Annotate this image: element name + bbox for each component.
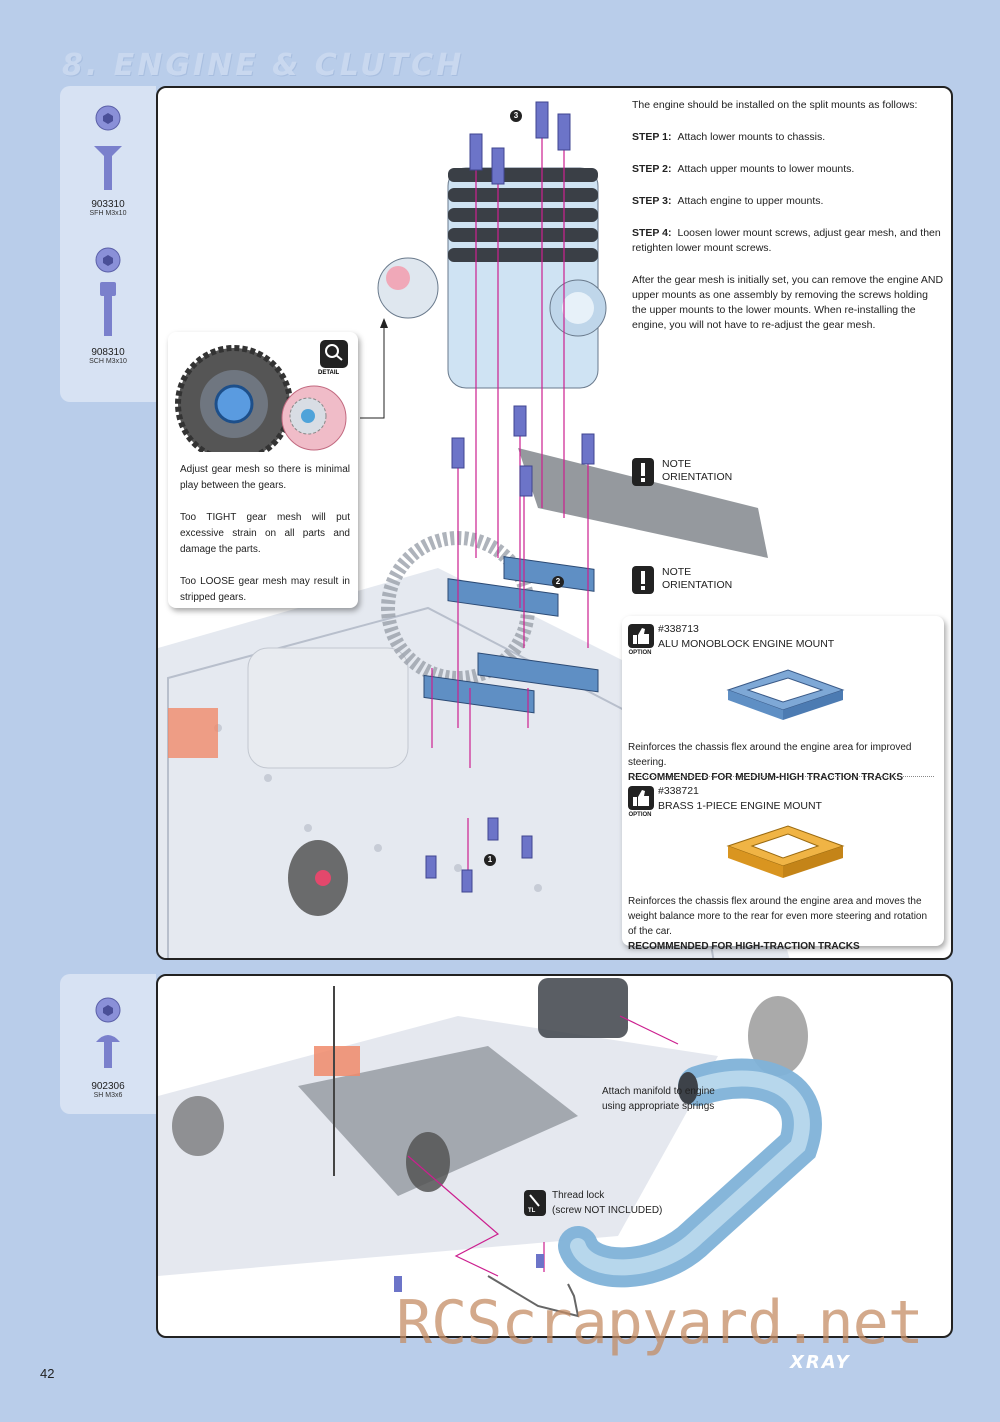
option-divider [630, 776, 934, 777]
note-line: NOTE [662, 566, 692, 578]
part-item: 908310 SCH M3x10 [60, 246, 156, 365]
option-tag: OPTION [628, 650, 652, 656]
flat-head-screw-icon [94, 105, 122, 190]
step-marker: 3 [510, 110, 522, 122]
brand-logo: XRAY [790, 1352, 851, 1373]
part-code: 902306 [91, 1081, 125, 1092]
part-desc: SCH M3x10 [89, 358, 127, 365]
step-label: STEP 3: [632, 195, 672, 207]
callout-line: (screw NOT INCLUDED) [552, 1205, 663, 1216]
detail-badge: DETAIL [318, 370, 340, 376]
step-text: Loosen lower mount screws, adjust gear m… [632, 227, 941, 254]
option-name: BRASS 1-PIECE ENGINE MOUNT [658, 800, 822, 812]
section-title: 8. ENGINE & CLUTCH [62, 48, 465, 83]
option-recommendation: RECOMMENDED FOR HIGH-TRACTION TRACKS [628, 941, 860, 952]
detail-paragraph: Too TIGHT gear mesh will put excessive s… [180, 512, 350, 555]
option-tag: OPTION [628, 812, 652, 818]
exhaust-assembly-illustration [158, 978, 822, 1318]
gear-mesh-detail-box: DETAIL Adjust gear mesh so there is mini… [168, 332, 358, 608]
step-marker: 1 [484, 854, 496, 866]
step-3: STEP 3: Attach engine to upper mounts. [632, 194, 944, 209]
part-item: 902306 SH M3x6 [60, 996, 156, 1099]
step-text: Attach upper mounts to lower mounts. [677, 163, 855, 175]
step-label: STEP 4: [632, 227, 672, 239]
thread-lock-badge: TL [528, 1208, 536, 1214]
instructions-outro: After the gear mesh is initially set, yo… [632, 274, 944, 331]
watermark: RCScrapyard.net [396, 1288, 924, 1358]
instructions: The engine should be installed on the sp… [632, 98, 944, 350]
option-description: Reinforces the chassis flex around the e… [628, 894, 938, 954]
part-desc: SFH M3x10 [89, 210, 127, 217]
part-item: 903310 SFH M3x10 [60, 104, 156, 217]
thread-lock-callout: Thread lock (screw NOT INCLUDED) [552, 1188, 662, 1218]
exclamation-icon [632, 458, 654, 486]
part-desc: SH M3x6 [93, 1092, 123, 1099]
instructions-intro: The engine should be installed on the sp… [632, 99, 918, 111]
step-label: STEP 2: [632, 163, 672, 175]
step-4: STEP 4:Loosen lower mount screws, adjust… [632, 226, 944, 256]
step-text: Attach engine to upper mounts. [677, 195, 824, 207]
callout-line: Thread lock [552, 1190, 605, 1201]
part-code: 903310 [91, 199, 125, 210]
engine-mount-panel: 3 2 1 The engine should be installed on … [156, 86, 953, 960]
option-desc-text: Reinforces the chassis flex around the e… [628, 896, 928, 937]
note-line: NOTE [662, 458, 692, 470]
callout-line: Attach manifold to engine [602, 1086, 715, 1097]
note-line: ORIENTATION [662, 471, 733, 483]
step-1: STEP 1: Attach lower mounts to chassis. [632, 130, 944, 145]
thumbs-up-icon [628, 624, 654, 648]
thread-lock-icon [524, 1190, 546, 1216]
gear-mesh-illustration [175, 345, 347, 452]
detail-magnifier-icon [320, 340, 348, 368]
parts-sidebar-bottom: 902306 SH M3x6 [60, 974, 156, 1114]
option-name: ALU MONOBLOCK ENGINE MOUNT [658, 638, 835, 650]
brass-mount-illustration [726, 825, 845, 878]
part-code: 908310 [91, 347, 125, 358]
option-description: Reinforces the chassis flex around the e… [628, 740, 938, 785]
step-marker: 2 [552, 576, 564, 588]
manifold-callout: Attach manifold to engine using appropria… [602, 1084, 715, 1114]
option-recommendation: RECOMMENDED FOR MEDIUM-HIGH TRACTION TRA… [628, 772, 903, 783]
exhaust-panel: Attach manifold to engine using appropria… [156, 974, 953, 1338]
option-desc-text: Reinforces the chassis flex around the e… [628, 742, 912, 768]
note-line: ORIENTATION [662, 579, 733, 591]
detail-paragraph: Adjust gear mesh so there is minimal pla… [180, 464, 350, 491]
parts-sidebar-top: 903310 SFH M3x10 908310 SCH M3x10 [60, 86, 156, 402]
detail-text: Adjust gear mesh so there is minimal pla… [180, 462, 350, 622]
option-code: #338721 [658, 785, 699, 797]
thumbs-up-icon [628, 786, 654, 810]
cap-head-screw-icon [95, 247, 121, 336]
exclamation-icon [632, 566, 654, 594]
step-2: STEP 2: Attach upper mounts to lower moun… [632, 162, 944, 177]
button-head-screw-icon [95, 997, 121, 1068]
step-text: Attach lower mounts to chassis. [677, 131, 826, 143]
alu-mount-illustration [726, 669, 845, 720]
step-label: STEP 1: [632, 131, 672, 143]
option-code: #338713 [658, 623, 699, 635]
callout-line: using appropriate springs [602, 1101, 715, 1112]
page-number: 42 [40, 1366, 55, 1381]
detail-paragraph: Too LOOSE gear mesh may result in stripp… [180, 576, 350, 603]
